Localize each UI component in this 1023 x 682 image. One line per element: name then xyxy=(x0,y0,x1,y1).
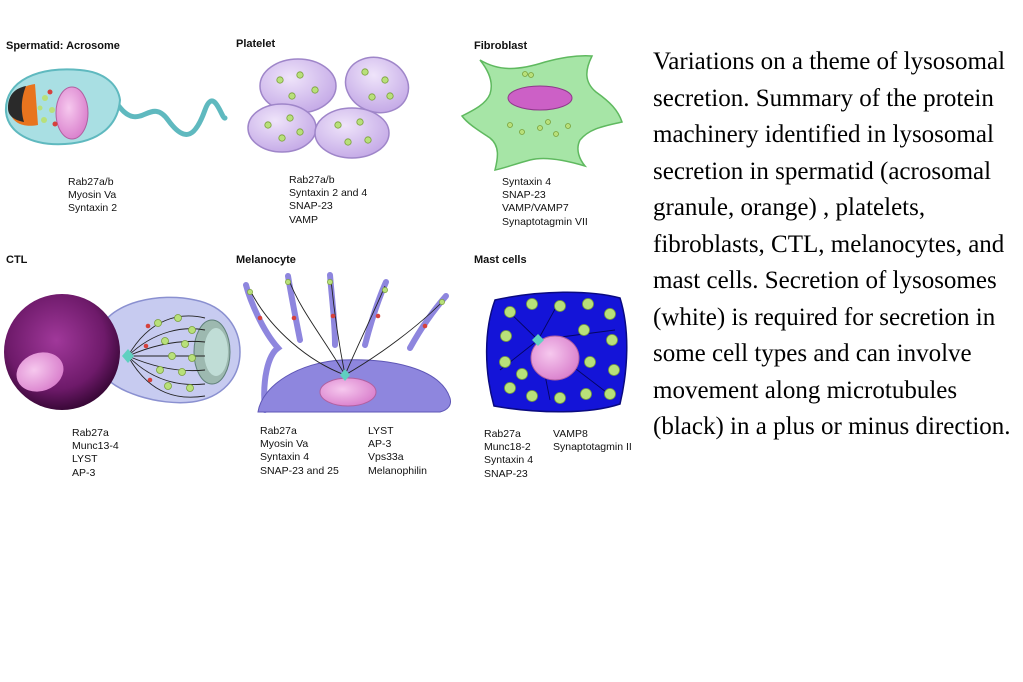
fibroblast-title: Fibroblast xyxy=(474,40,528,52)
protein-label: SNAP-23 xyxy=(289,200,333,213)
protein-label: SNAP-23 and 25 xyxy=(260,464,339,477)
fibroblast-illustration xyxy=(460,55,623,171)
protein-label: Synaptotagmin II xyxy=(553,441,632,454)
melanocyte-microtubules xyxy=(249,279,445,376)
ctl-microtubules xyxy=(127,315,206,398)
protein-label: Vps33a xyxy=(368,451,404,464)
lysosomal-secretion-figure: Spermatid: Acrosome Platelet Fibroblast … xyxy=(0,0,650,500)
protein-label: Syntaxin 4 xyxy=(260,451,310,464)
protein-label: AP-3 xyxy=(368,438,392,451)
protein-label: VAMP/VAMP7 xyxy=(502,202,569,215)
mast-cell-illustration xyxy=(485,291,628,413)
mast-protein-list-2: VAMP8 Synaptotagmin II xyxy=(553,428,632,454)
protein-label: LYST xyxy=(72,453,98,466)
protein-label: Rab27a xyxy=(260,425,297,437)
fibroblast-nucleus xyxy=(507,85,573,111)
ctl-target-cell xyxy=(4,294,120,410)
melanocyte-nucleus xyxy=(319,377,377,407)
protein-label: LYST xyxy=(368,425,394,437)
spermatid-nucleus xyxy=(55,86,89,140)
protein-label: Syntaxin 2 and 4 xyxy=(289,187,368,200)
ctl-target-nucleus xyxy=(16,352,64,392)
protein-label: Myosin Va xyxy=(68,189,117,202)
platelet-protein-list: Rab27a/b Syntaxin 2 and 4 SNAP-23 VAMP xyxy=(289,174,367,227)
protein-label: SNAP-23 xyxy=(502,189,546,202)
platelet-title: Platelet xyxy=(236,38,276,50)
platelet-illustration xyxy=(247,56,410,159)
spermatid-illustration xyxy=(4,68,228,146)
ctl-protein-list: Rab27a Munc13-4 LYST AP-3 xyxy=(72,427,119,480)
melanocyte-dendrites xyxy=(243,272,449,413)
protein-label: Rab27a/b xyxy=(68,176,114,188)
protein-label: Munc18-2 xyxy=(484,441,531,454)
melanocyte-protein-list-2: LYST AP-3 Vps33a Melanophilin xyxy=(368,425,427,478)
protein-label: Munc13-4 xyxy=(72,440,119,453)
spermatid-title: Spermatid: Acrosome xyxy=(6,40,120,52)
protein-label: Syntaxin 2 xyxy=(68,202,118,215)
figure-artwork xyxy=(4,55,628,413)
mast-protein-list-1: Rab27a Munc18-2 Syntaxin 4 SNAP-23 xyxy=(484,428,533,481)
melanocyte-illustration xyxy=(243,272,451,413)
melanocyte-title: Melanocyte xyxy=(236,254,296,266)
mast-cells-title: Mast cells xyxy=(474,254,527,266)
ctl-illustration xyxy=(4,294,241,410)
protein-label: SNAP-23 xyxy=(484,467,528,480)
protein-label: VAMP8 xyxy=(553,428,588,440)
protein-label: Syntaxin 4 xyxy=(484,454,534,467)
protein-label: VAMP xyxy=(289,213,318,226)
protein-label: Synaptotagmin VII xyxy=(502,215,588,228)
spermatid-tail xyxy=(115,98,228,137)
protein-label: Syntaxin 4 xyxy=(502,176,552,188)
melanocyte-protein-list-1: Rab27a Myosin Va Syntaxin 4 SNAP-23 and … xyxy=(260,425,339,478)
spermatid-protein-list: Rab27a/b Myosin Va Syntaxin 2 xyxy=(68,176,117,216)
protein-label: Rab27a xyxy=(484,428,521,440)
figure-caption: Variations on a theme of lysosomal secre… xyxy=(653,48,1011,440)
protein-label: AP-3 xyxy=(72,466,96,479)
fibroblast-protein-list: Syntaxin 4 SNAP-23 VAMP/VAMP7 Synaptotag… xyxy=(502,176,588,229)
acrosome-dark-cap xyxy=(8,86,26,122)
protein-label: Myosin Va xyxy=(260,438,309,451)
protein-label: Melanophilin xyxy=(368,464,427,477)
spermatid-granules xyxy=(37,89,58,127)
protein-label: Rab27a/b xyxy=(289,174,335,186)
ctl-title: CTL xyxy=(6,254,28,266)
fibroblast-cell-body xyxy=(460,55,623,171)
mast-nucleus xyxy=(530,335,580,381)
protein-label: Rab27a xyxy=(72,427,109,439)
